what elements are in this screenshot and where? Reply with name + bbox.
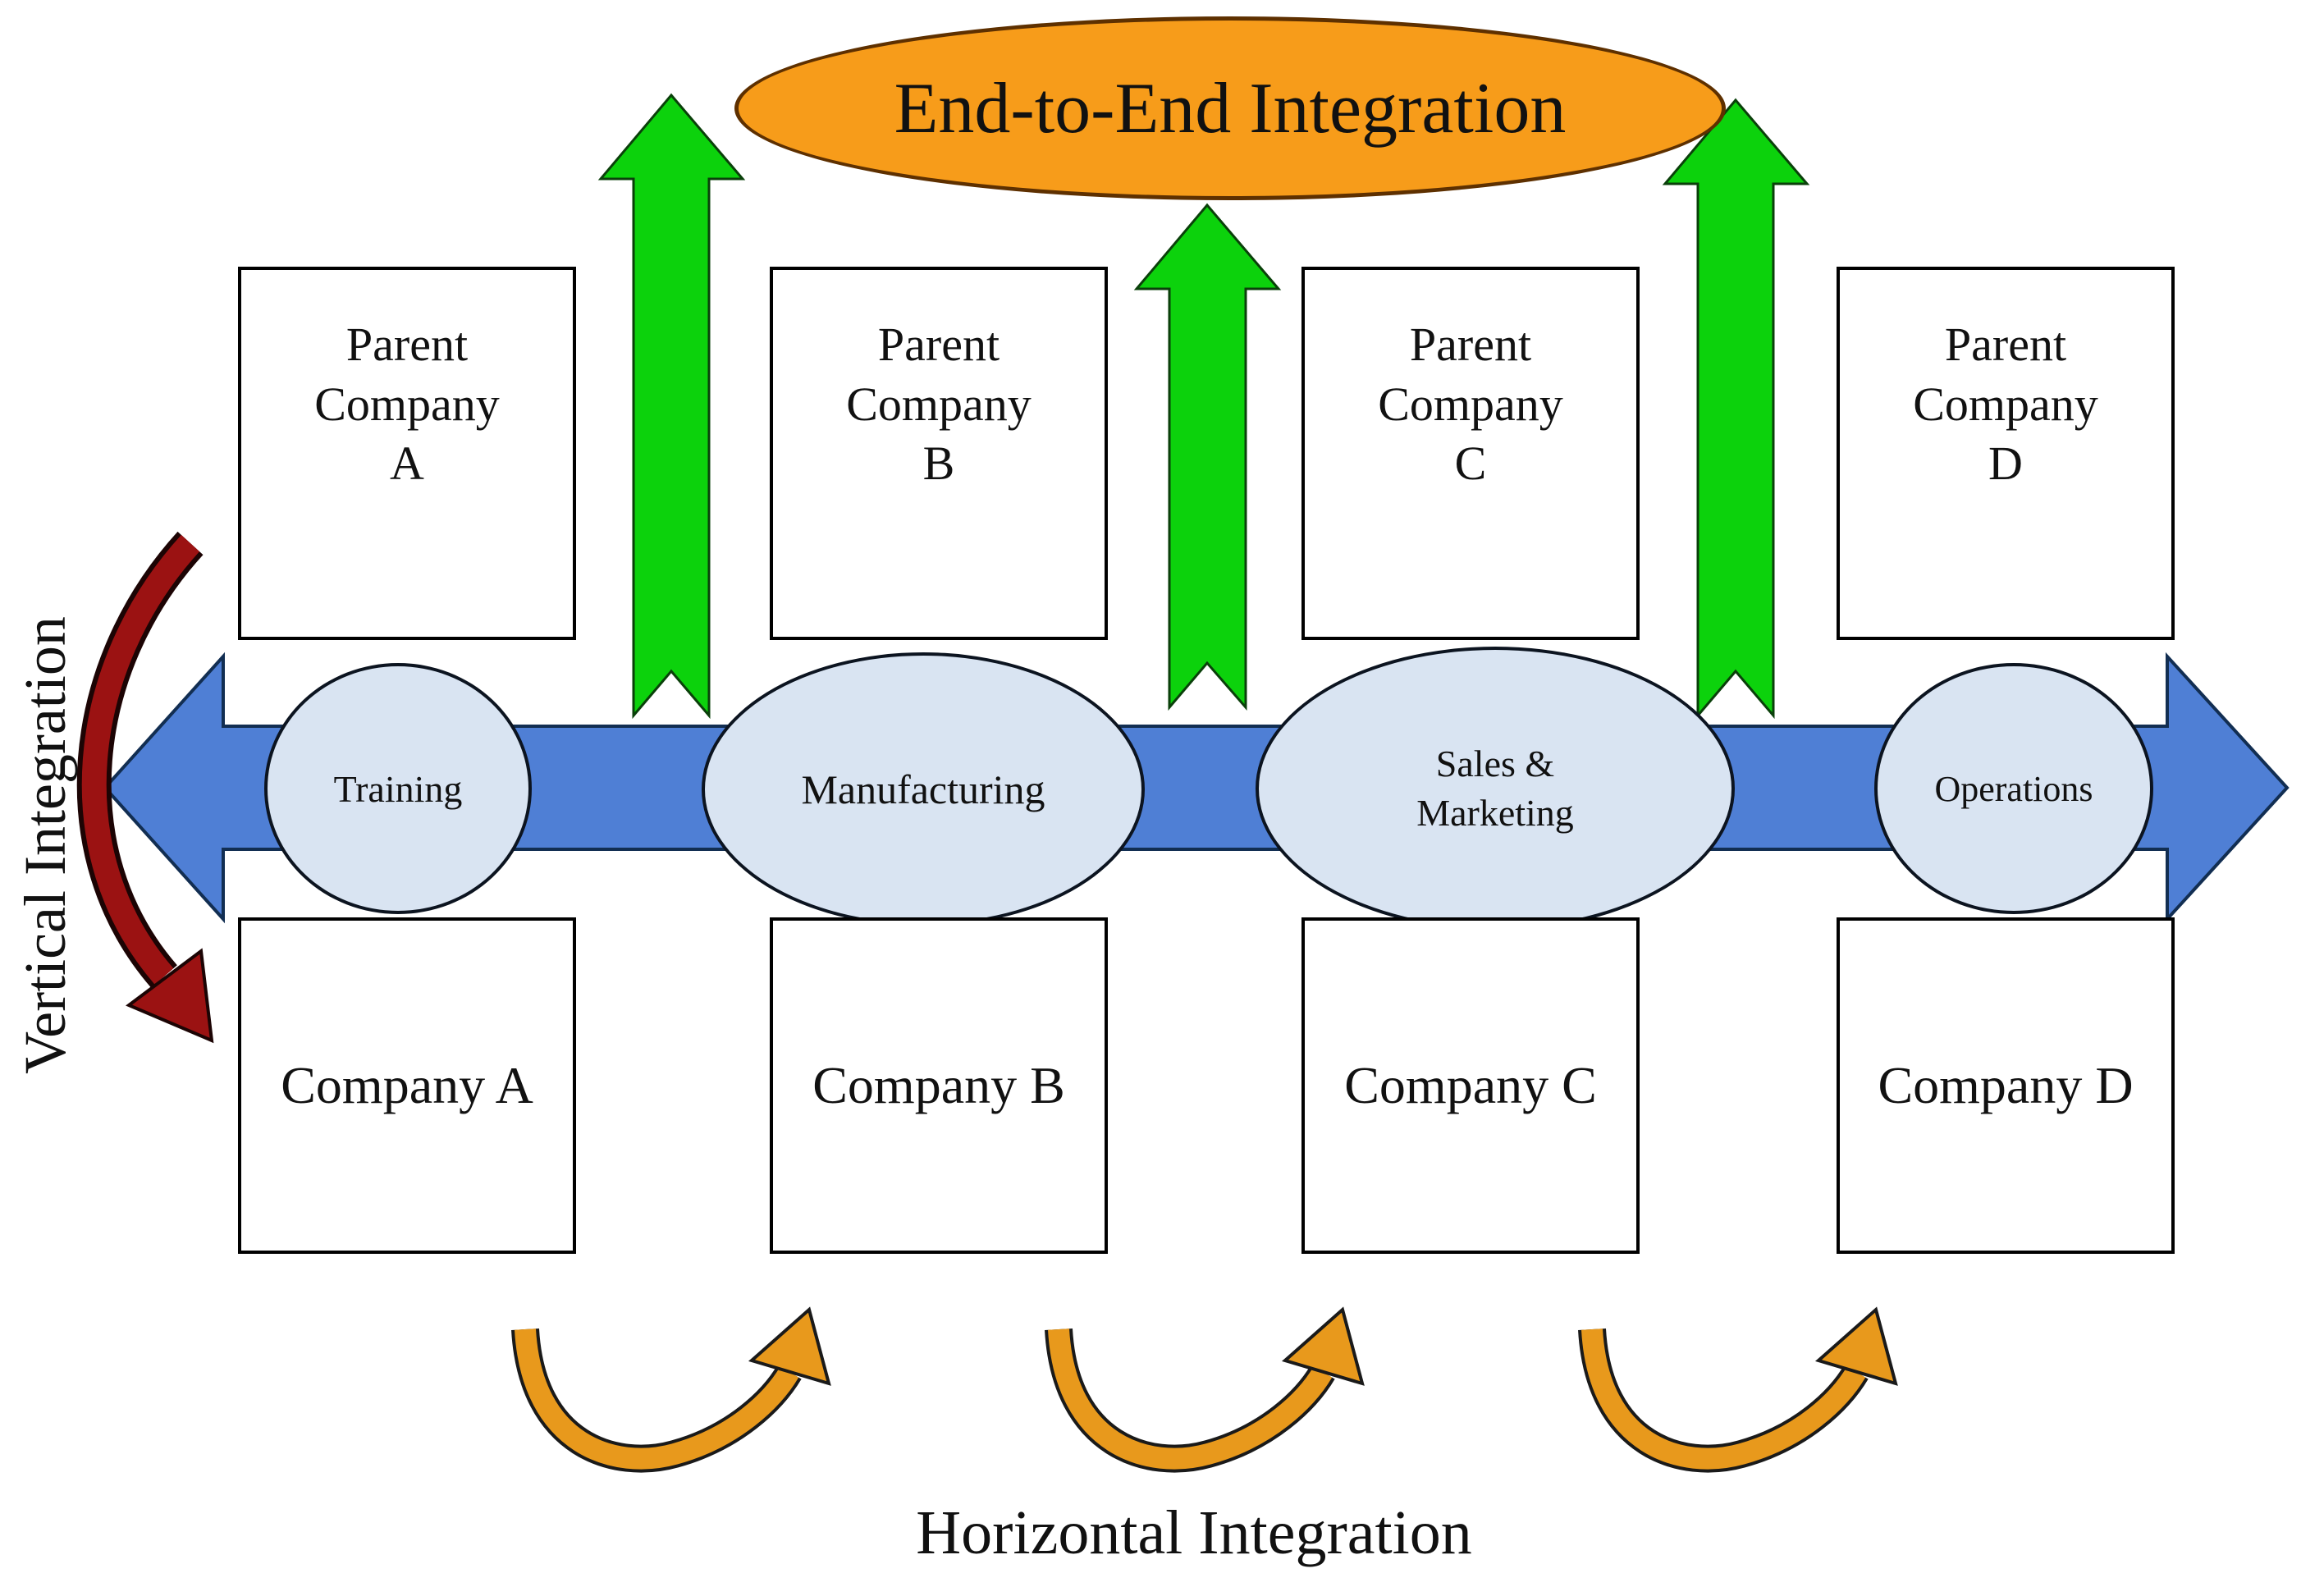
end-to-end-integration-ellipse: End-to-End Integration [734,16,1726,200]
curved-arrow-c-to-d [1578,1306,1898,1473]
horizontal-flow-arrow [103,652,2290,924]
parent-company-a-label: Parent Company A [314,318,500,490]
company-a-box: Company A [238,917,576,1254]
company-d-label: Company D [1878,1056,2134,1114]
vertical-integration-arrowhead [126,948,214,1044]
company-a-label: Company A [281,1056,533,1114]
up-arrow-right [1662,98,1810,720]
company-c-label: Company C [1344,1056,1597,1114]
horizontal-integration-label: Horizontal Integration [916,1498,1472,1567]
end-to-end-integration-label: End-to-End Integration [894,68,1567,149]
company-b-box: Company B [770,917,1108,1254]
parent-company-c-label: Parent Company C [1378,318,1563,490]
vertical-integration-label: Vertical Integration [12,616,78,1074]
up-arrow-left [597,93,746,720]
parent-company-c-box: Parent Company C [1301,267,1640,640]
parent-company-d-label: Parent Company D [1913,318,2098,490]
stage-sales-marketing-label: Sales & Marketing [1416,743,1574,834]
stage-ellipse-operations: Operations [1874,663,2153,914]
parent-company-b-box: Parent Company B [770,267,1108,640]
curved-arrow-b-to-c [1045,1306,1365,1473]
stage-ellipse-manufacturing: Manufacturing [702,652,1145,926]
company-b-label: Company B [812,1056,1065,1114]
company-c-box: Company C [1301,917,1640,1254]
curved-arrow-a-to-b [511,1306,831,1473]
stage-training-label: Training [333,767,463,810]
stage-ellipse-training: Training [264,663,532,914]
company-d-box: Company D [1837,917,2175,1254]
stage-operations-label: Operations [1934,768,2093,809]
up-arrow-middle [1133,203,1282,711]
stage-ellipse-sales-marketing: Sales & Marketing [1256,647,1735,931]
vertical-integration-arrow [76,531,214,1044]
parent-company-b-label: Parent Company B [846,318,1032,490]
parent-company-a-box: Parent Company A [238,267,576,640]
parent-company-d-box: Parent Company D [1837,267,2175,640]
stage-manufacturing-label: Manufacturing [801,766,1045,812]
